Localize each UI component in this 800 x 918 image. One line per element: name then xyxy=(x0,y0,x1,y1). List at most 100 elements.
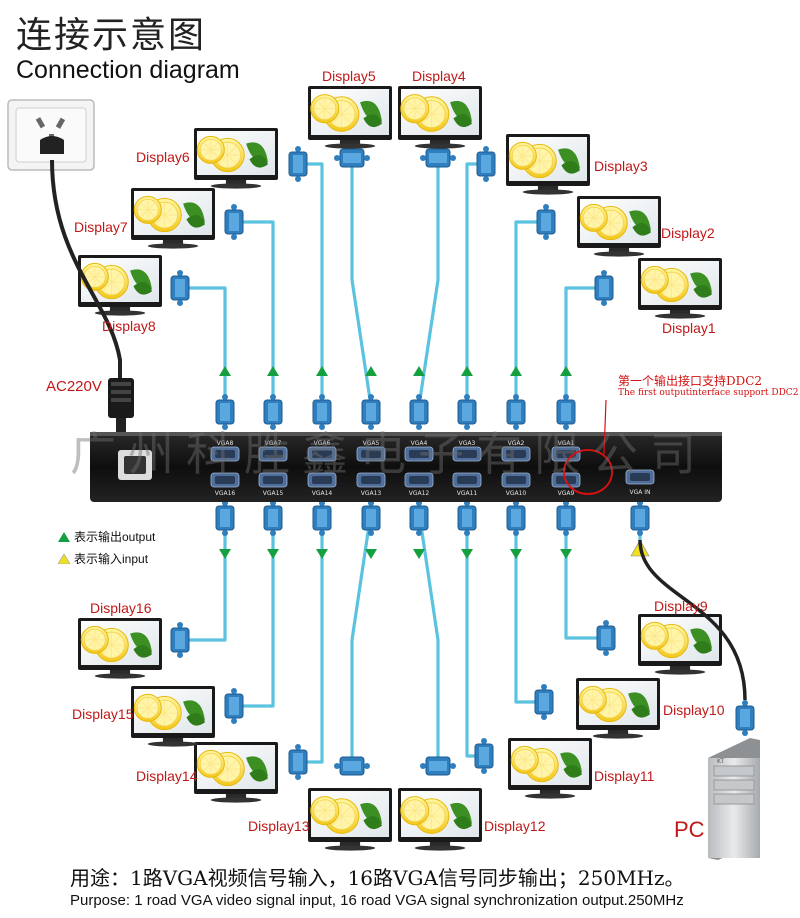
vga-cable xyxy=(236,220,275,406)
monitor-icon xyxy=(638,614,722,675)
vga-cable xyxy=(417,160,440,407)
vga-port: VGA7 xyxy=(258,440,288,462)
vga-port-label: VGA10 xyxy=(506,490,527,497)
vga-connector-icon xyxy=(263,500,283,536)
display-label: Display1 xyxy=(662,320,716,336)
monitor-icon xyxy=(78,255,162,316)
vga-connector-icon xyxy=(506,394,526,430)
output-arrow-icon xyxy=(413,549,425,559)
output-arrow-icon xyxy=(560,366,572,376)
display-label: Display2 xyxy=(661,225,715,241)
vga-connector-icon xyxy=(361,500,381,536)
legend-input: 表示输入input xyxy=(58,550,148,567)
monitor-icon xyxy=(506,134,590,195)
ddc-note-en: The first outputinterface support DDC2 xyxy=(618,388,799,398)
vga-cable xyxy=(236,512,275,708)
vga-port: VGA12 xyxy=(404,472,434,497)
display-label: Display8 xyxy=(102,318,156,334)
vga-connector-icon xyxy=(420,148,456,168)
vga-connector-icon xyxy=(594,270,614,306)
vga-port: VGA15 xyxy=(258,472,288,497)
output-arrow-icon xyxy=(58,531,70,542)
display-label: Display7 xyxy=(74,219,128,235)
vga-in-port-label: VGA IN xyxy=(629,489,650,496)
output-arrow-icon xyxy=(219,549,231,559)
pc-case-brand: KT xyxy=(717,758,724,765)
vga-connector-icon xyxy=(288,744,308,780)
vga-cable xyxy=(182,512,227,642)
monitor-icon xyxy=(78,618,162,679)
vga-cable xyxy=(564,286,604,406)
vga-cable xyxy=(350,160,373,407)
vga-connector-icon xyxy=(215,394,235,430)
monitor-icon xyxy=(194,742,278,803)
legend-output-label: 表示输出output xyxy=(74,530,156,544)
vga-port-label: VGA5 xyxy=(363,440,380,447)
ddc-highlight-ring xyxy=(563,449,613,495)
output-arrow-icon xyxy=(510,366,522,376)
vga-port-label: VGA6 xyxy=(314,440,331,447)
vga-connector-icon xyxy=(409,500,429,536)
vga-connector-icon xyxy=(409,394,429,430)
output-arrow-icon xyxy=(560,549,572,559)
vga-port: VGA11 xyxy=(452,472,482,497)
monitor-icon xyxy=(508,738,592,799)
vga-port-label: VGA16 xyxy=(215,490,236,497)
vga-connector-icon xyxy=(556,394,576,430)
output-arrow-icon xyxy=(267,366,279,376)
display-label: Display5 xyxy=(322,68,376,84)
vga-port-label: VGA11 xyxy=(457,490,478,497)
diagram-title-en: Connection diagram xyxy=(16,56,240,84)
purpose-cn: 用途：1路VGA视频信号输入，16路VGA信号同步输出；250MHz。 xyxy=(70,866,685,890)
vga-connector-icon xyxy=(263,394,283,430)
vga-connector-icon xyxy=(420,756,456,776)
monitor-icon xyxy=(308,86,392,149)
company-watermark: 广州科胜鑫电子有限公司 xyxy=(70,427,708,481)
vga-port-panel: VGA8VGA16VGA7VGA15VGA6VGA14VGA5VGA13VGA4… xyxy=(210,440,655,497)
vga-port: VGA6 xyxy=(307,440,337,462)
vga-connector-icon xyxy=(474,738,494,774)
vga-port-label: VGA1 xyxy=(558,440,575,447)
vga-connector-icon xyxy=(556,500,576,536)
monitor-icon xyxy=(131,686,215,747)
monitor-group xyxy=(78,86,722,851)
vga-connector-icon xyxy=(534,684,554,720)
vga-connector-icon xyxy=(224,204,244,240)
vga-cable xyxy=(350,511,373,760)
vga-port: VGA10 xyxy=(501,472,531,497)
display-label: Display13 xyxy=(248,818,310,834)
vga-port-label: VGA7 xyxy=(265,440,282,447)
monitor-icon xyxy=(398,788,482,851)
vga-port: VGA16 xyxy=(210,472,240,497)
vga-connector-icon xyxy=(170,622,190,658)
vga-port: VGA3 xyxy=(452,440,482,462)
vga-in-port: VGA IN xyxy=(625,469,655,496)
monitor-icon xyxy=(638,258,722,319)
vga-port-label: VGA15 xyxy=(263,490,284,497)
vga-port: VGA1 xyxy=(551,440,581,462)
vga-cable xyxy=(564,512,608,640)
pc-label: PC xyxy=(674,817,705,842)
legend-input-label: 表示输入input xyxy=(74,552,149,566)
vga-connector-icon xyxy=(224,688,244,724)
vga-connector-icon xyxy=(288,146,308,182)
vga-connector-icon xyxy=(312,500,332,536)
wall-socket-icon xyxy=(7,99,95,171)
vga-cables xyxy=(170,146,755,780)
power-label: AC220V xyxy=(46,378,102,395)
display-label: Display10 xyxy=(663,702,725,718)
diagram-title-cn: 连接示意图 xyxy=(16,15,207,56)
output-arrow-icon xyxy=(316,366,328,376)
display-label: Display6 xyxy=(136,149,190,165)
vga-port: VGA13 xyxy=(356,472,386,497)
vga-cable xyxy=(465,162,486,406)
vga-port: VGA8 xyxy=(210,440,240,462)
output-arrow-icon xyxy=(461,366,473,376)
vga-port-label: VGA13 xyxy=(361,490,382,497)
vga-cable xyxy=(182,286,227,406)
vga-connector-icon xyxy=(506,500,526,536)
vga-connector-icon xyxy=(457,394,477,430)
monitor-icon xyxy=(308,788,392,851)
input-arrow-icon xyxy=(58,553,70,564)
